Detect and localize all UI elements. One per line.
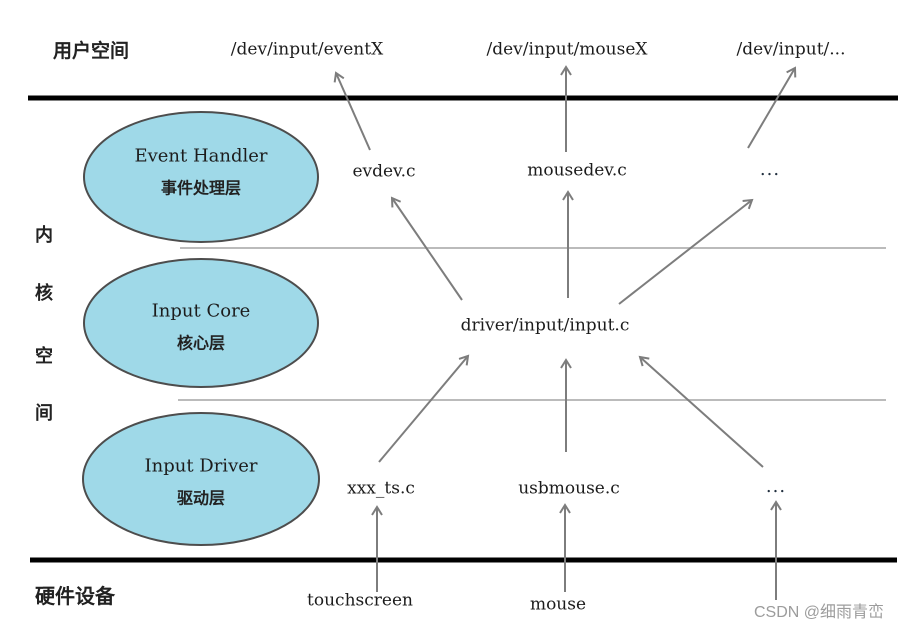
kernel-char-4: 间 <box>35 403 53 423</box>
evdev-file-label: evdev.c <box>352 161 416 182</box>
event-handler-layer-label: Event Handler 事件处理层 <box>134 146 267 199</box>
input-core-title-zh: 核心层 <box>176 335 226 353</box>
input-core-layer-label: Input Core 核心层 <box>152 301 251 354</box>
input-driver-title-zh: 驱动层 <box>176 490 225 508</box>
usbmouse-file-label: usbmouse.c <box>518 478 620 499</box>
user-space-label: 用户空间 <box>53 41 130 62</box>
input-driver-layer-label: Input Driver 驱动层 <box>145 456 258 509</box>
arrow-dots-to-devnode <box>747 66 797 149</box>
xxx-ts-file-label: xxx_ts.c <box>347 478 415 499</box>
device-node-mousex: /dev/input/mouseX <box>486 39 648 60</box>
event-handler-ellipse <box>83 111 319 243</box>
arrow-inputc-to-dots <box>618 198 754 305</box>
device-node-dots: /dev/input/... <box>736 39 846 60</box>
hardware-label: 硬件设备 <box>35 586 115 608</box>
handler-dots-label: ... <box>759 159 781 181</box>
kernel-char-3: 空 <box>35 346 53 366</box>
device-node-eventx: /dev/input/eventX <box>230 39 384 60</box>
watermark: CSDN @细雨青峦 <box>754 604 885 621</box>
mousedev-file-label: mousedev.c <box>527 160 627 181</box>
input-core-file-label: driver/input/input.c <box>460 315 630 336</box>
input-core-ellipse <box>83 258 319 388</box>
mouse-label: mouse <box>529 594 587 615</box>
input-core-title-en: Input Core <box>151 300 251 322</box>
arrow-inputc-to-evdev <box>390 196 463 301</box>
arrow-evdev-to-eventx <box>333 71 371 151</box>
driver-dots-label: ... <box>765 476 787 498</box>
input-driver-ellipse <box>82 412 320 546</box>
event-handler-title-en: Event Handler <box>134 145 268 167</box>
kernel-char-1: 内 <box>35 225 53 245</box>
touchscreen-label: touchscreen <box>307 590 413 611</box>
arrow-group <box>333 65 797 600</box>
input-driver-title-en: Input Driver <box>144 455 258 477</box>
event-handler-title-zh: 事件处理层 <box>160 180 242 198</box>
kernel-char-2: 核 <box>35 283 53 303</box>
arrow-xxxts-to-inputc <box>378 354 470 463</box>
arrow-driverdots-to-inputc <box>638 355 764 468</box>
